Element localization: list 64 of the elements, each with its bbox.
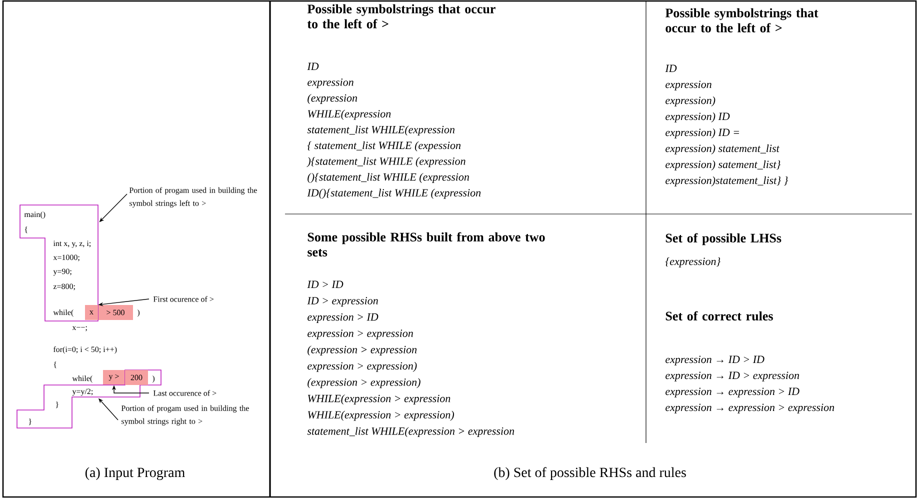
expression-text: ID(){statement_list WHILE (expression xyxy=(307,188,481,199)
code-line: for(i=0; i < 50; i++) xyxy=(53,346,117,354)
code-line: { xyxy=(24,226,28,234)
highlight-box: 200 xyxy=(125,370,148,385)
expression-text: expression → expression > expression xyxy=(666,404,834,414)
expression-text: (expression > expression xyxy=(308,346,417,356)
expression-text: WHILE(expression > expression xyxy=(308,394,450,404)
expression-text: { statement_list WHILE (expession xyxy=(307,141,461,152)
node-label: > 500 xyxy=(106,310,124,316)
expression-text: ID > ID xyxy=(307,280,344,288)
code-line: { xyxy=(54,361,56,368)
expression-text: {expression} xyxy=(665,257,721,268)
expression-text: expression) xyxy=(666,96,716,106)
panel-caption: (a) Input Program xyxy=(85,467,185,480)
code-line: x−−; xyxy=(72,326,87,332)
expression-text: expression > expression xyxy=(308,330,413,340)
code-line: z=800; xyxy=(53,284,75,290)
highlight-box: y > xyxy=(103,370,125,385)
code-line: } xyxy=(56,401,58,408)
code-line: x=1000; xyxy=(53,254,80,262)
expression-text: expression) satement_list} xyxy=(666,160,781,170)
expression-text: expression) ID xyxy=(666,112,730,122)
expression-text: ID xyxy=(307,62,319,70)
expression-text: expression → ID > ID xyxy=(666,356,764,366)
cell-heading: Set of correct rules xyxy=(666,311,773,321)
expression-text: ID xyxy=(665,64,677,72)
expression-text: expression) statement_list xyxy=(666,144,780,154)
cell-heading: Some possible RHSs built from above two sets xyxy=(308,232,545,256)
callout-text: Portion of progam used in building the symbol strings left to > xyxy=(129,187,257,208)
expression-text: statement_list WHILE(expression > expression xyxy=(307,427,514,438)
expression-text: expression > ID xyxy=(308,313,378,323)
expression-text: WHILE(expression > expression) xyxy=(308,410,454,421)
cell-heading: Possible symbolstrings that occur to the left of > xyxy=(665,8,818,32)
cell-heading: Possible symbolstrings that occur to the left of > xyxy=(307,4,496,28)
code-line: while( xyxy=(53,309,74,317)
cell-heading: Set of possible LHSs xyxy=(666,233,782,246)
callout-text: First ocurence of > xyxy=(153,296,214,302)
code-line: } xyxy=(28,418,32,426)
callout-text: Portion of progam used in building the symbol strings right to > xyxy=(121,405,249,426)
highlight-box: x xyxy=(85,305,98,320)
expression-text: (expression > expression) xyxy=(308,378,420,388)
expression-text: (expression xyxy=(308,94,358,104)
panel-caption: (b) Set of possible RHSs and rules xyxy=(494,467,686,480)
code-line: int x, y, z, i; xyxy=(53,240,91,248)
expression-text: ID > expression xyxy=(307,297,378,307)
callout-text: Last occurence of > xyxy=(153,390,216,396)
expression-text: ){statement_list WHILE (expression xyxy=(306,157,466,168)
expression-text: expression > expression) xyxy=(308,362,417,372)
code-line: y=y/2; xyxy=(72,388,93,396)
node-label: y > xyxy=(108,374,119,381)
code-line: while( xyxy=(72,375,92,383)
node-label: 200 xyxy=(130,374,142,380)
expression-text: expression) ID = xyxy=(666,128,739,138)
expression-text: expression xyxy=(308,78,354,88)
expression-text: expression → expression > ID xyxy=(666,388,800,398)
code-line: main() xyxy=(24,211,46,219)
expression-text: expression)statement_list} } xyxy=(666,176,788,186)
code-line: y=90; xyxy=(53,268,72,276)
expression-text: statement_list WHILE(expression xyxy=(307,126,454,136)
expression-text: expression → ID > expression xyxy=(666,372,800,382)
node-label: x xyxy=(90,310,94,314)
expression-text: expression xyxy=(666,80,712,90)
expression-text: (){statement_list WHILE (expression xyxy=(308,172,469,183)
expression-text: WHILE(expression xyxy=(308,110,391,120)
